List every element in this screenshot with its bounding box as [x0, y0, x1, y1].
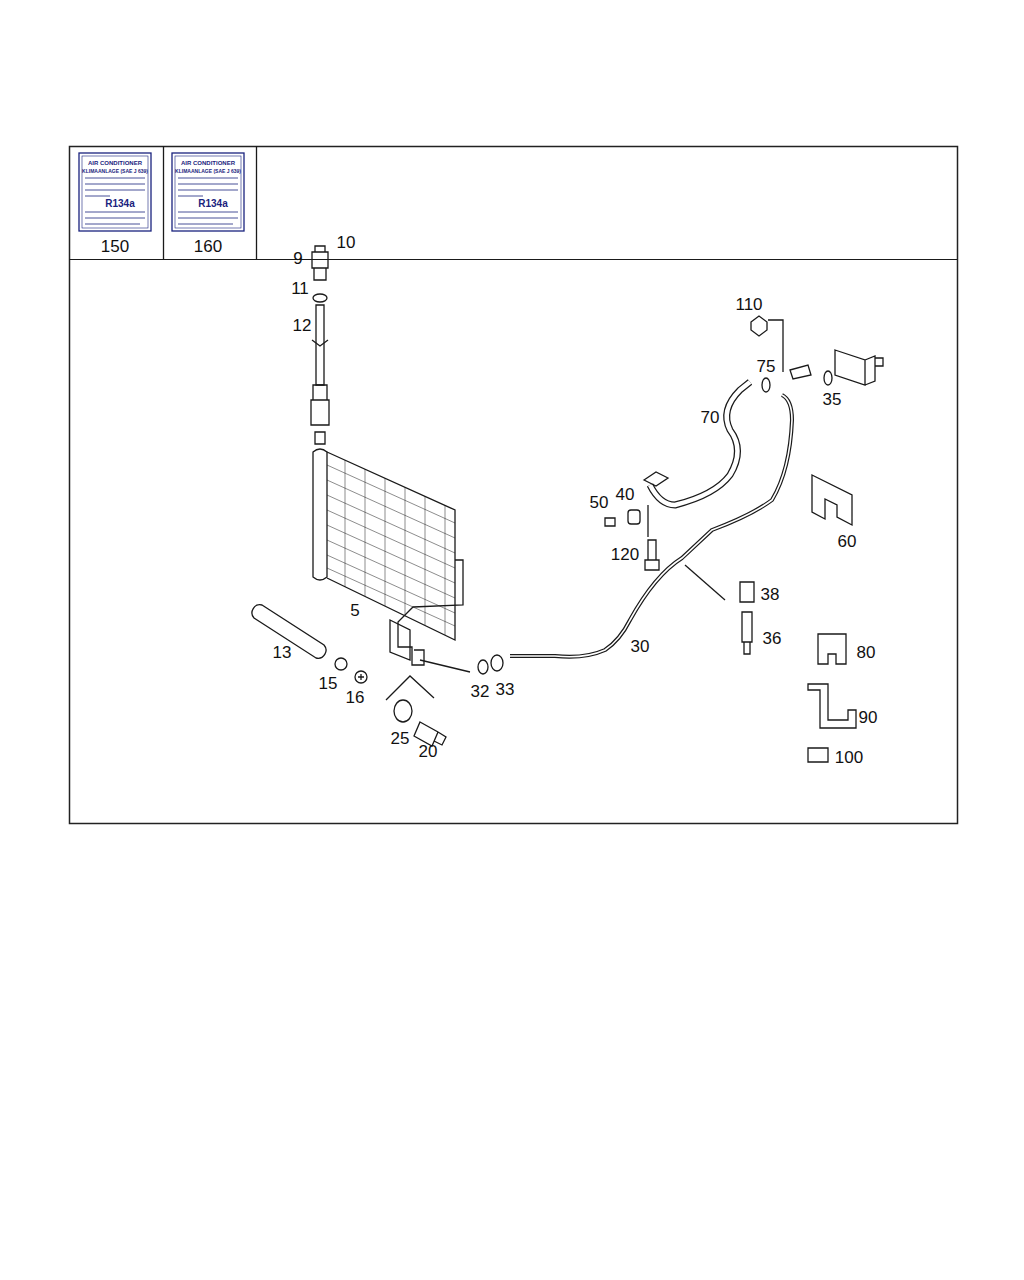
- callout-number: 50: [590, 494, 609, 511]
- callout-number: 25: [391, 730, 410, 747]
- callout-number: 90: [859, 709, 878, 726]
- callout-number: 120: [611, 546, 639, 563]
- sticker-text: KLIMAANLAGE (SAE J 639): [82, 169, 148, 174]
- sticker-text: AIR CONDITIONER: [181, 160, 235, 166]
- callout-number: 13: [273, 644, 292, 661]
- callout-number: 12: [293, 317, 312, 334]
- callout-number: 33: [496, 681, 515, 698]
- callout-number: 32: [471, 683, 490, 700]
- callout-number: 20: [419, 743, 438, 760]
- callout-number: 80: [857, 644, 876, 661]
- callout-number: 15: [319, 675, 338, 692]
- callout-number: 70: [701, 409, 720, 426]
- part-number: 160: [194, 238, 222, 255]
- callout-number: 38: [761, 586, 780, 603]
- callout-number: 10: [337, 234, 356, 251]
- callout-number: 60: [838, 533, 857, 550]
- callout-number: 9: [293, 250, 302, 267]
- callout-number: 100: [835, 749, 863, 766]
- sticker-text: R134a: [198, 199, 227, 209]
- callout-number: 36: [763, 630, 782, 647]
- callout-number: 40: [616, 486, 635, 503]
- callout-number: 16: [346, 689, 365, 706]
- callout-number: 110: [735, 296, 762, 313]
- sticker-text: AIR CONDITIONER: [88, 160, 142, 166]
- callout-number: 75: [757, 358, 776, 375]
- sticker-text: KLIMAANLAGE (SAE J 639): [175, 169, 241, 174]
- part-number: 150: [101, 238, 129, 255]
- callout-number: 11: [291, 280, 309, 297]
- callout-number: 5: [350, 602, 359, 619]
- callout-number: 30: [631, 638, 650, 655]
- callout-number: 35: [823, 391, 842, 408]
- sticker-text: R134a: [105, 199, 134, 209]
